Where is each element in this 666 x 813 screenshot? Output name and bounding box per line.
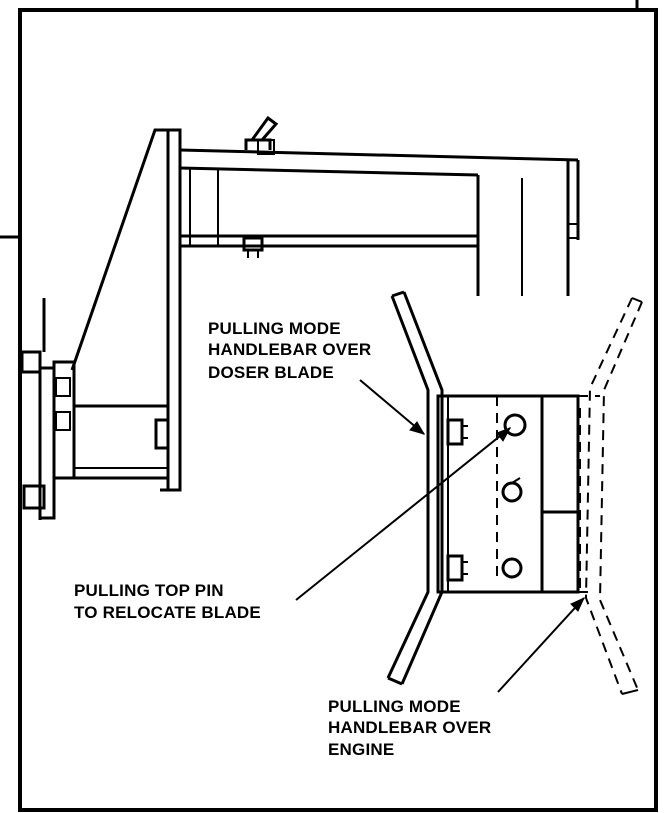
pin-arrowhead <box>496 427 512 442</box>
engine-label-line2: HANDLEBAR OVER <box>328 718 491 737</box>
doser-label-line1: PULLING MODE <box>208 319 341 338</box>
upper-beam <box>179 115 579 258</box>
vertical-post <box>476 160 580 296</box>
middle-pin-hole <box>501 481 523 503</box>
leader-lines <box>295 379 586 693</box>
callout-engine: PULLING MODE HANDLEBAR OVER ENGINE <box>328 697 491 759</box>
doser-arrowhead <box>409 421 426 435</box>
engine-label-line1: PULLING MODE <box>328 697 461 716</box>
upper-bolt <box>446 418 464 446</box>
pin-label-line2: TO RELOCATE BLADE <box>74 603 261 622</box>
lower-tube <box>74 404 170 480</box>
doser-label-line3: DOSER BLADE <box>208 363 334 382</box>
handlebar-engine-position <box>584 297 643 695</box>
doser-label-line2: HANDLEBAR OVER <box>208 340 371 359</box>
handlebar-bracket <box>436 394 600 594</box>
callout-pin: PULLING TOP PIN TO RELOCATE BLADE <box>74 581 261 622</box>
top-pin-hole <box>503 413 527 437</box>
engine-arrowhead <box>570 596 586 612</box>
handlebar-doser-position <box>386 290 444 686</box>
left-edge-hardware <box>20 298 76 520</box>
callout-doser: PULLING MODE HANDLEBAR OVER DOSER BLADE <box>208 319 371 382</box>
pin-label-line1: PULLING TOP PIN <box>74 581 224 600</box>
gusset-plate <box>70 128 182 492</box>
engine-label-line3: ENGINE <box>328 740 394 759</box>
bottom-pin-hole <box>501 557 523 579</box>
lower-bolt <box>446 554 464 582</box>
